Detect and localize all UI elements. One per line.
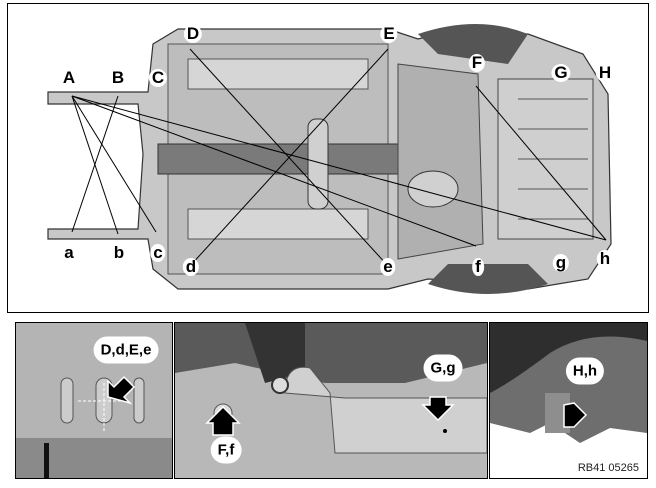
point-label-a: a [61,244,77,262]
detail-label: F,f [210,436,242,464]
point-label-F: F [468,54,486,72]
point-label-G: G [551,64,571,82]
detail-label: H,h [565,357,605,385]
point-label-E: E [380,25,398,43]
up-arrow-icon [205,405,241,436]
point-label-H: H [595,64,615,82]
point-label-C: C [148,69,168,87]
down-arrow-icon [421,396,455,422]
underbody-drawing [47,24,612,294]
underbody-overview: A B C D E F G H a b c d e f g h [7,3,649,313]
point-label-b: b [110,244,128,262]
measurement-lines [71,48,607,267]
detail-panel-f-g: F,f G,g [174,322,488,479]
point-label-D: D [183,25,203,43]
point-label-A: A [59,69,79,87]
detail-panel-h: H,h RB41 05265 [489,322,648,479]
point-label-f: f [472,258,484,276]
arrow-icon [563,402,588,428]
detail-label: D,d,E,e [93,336,159,364]
detail-label: G,g [423,354,463,382]
point-label-c: c [150,244,166,262]
point-label-g: g [552,254,570,272]
figure-code: RB41 05265 [577,462,639,474]
point-label-e: e [380,258,396,276]
point-label-d: d [182,258,200,276]
point-label-B: B [108,69,128,87]
detail-panel-d-e: D,d,E,e [15,322,173,479]
arrow-icon [107,375,136,405]
point-label-h: h [596,250,614,268]
